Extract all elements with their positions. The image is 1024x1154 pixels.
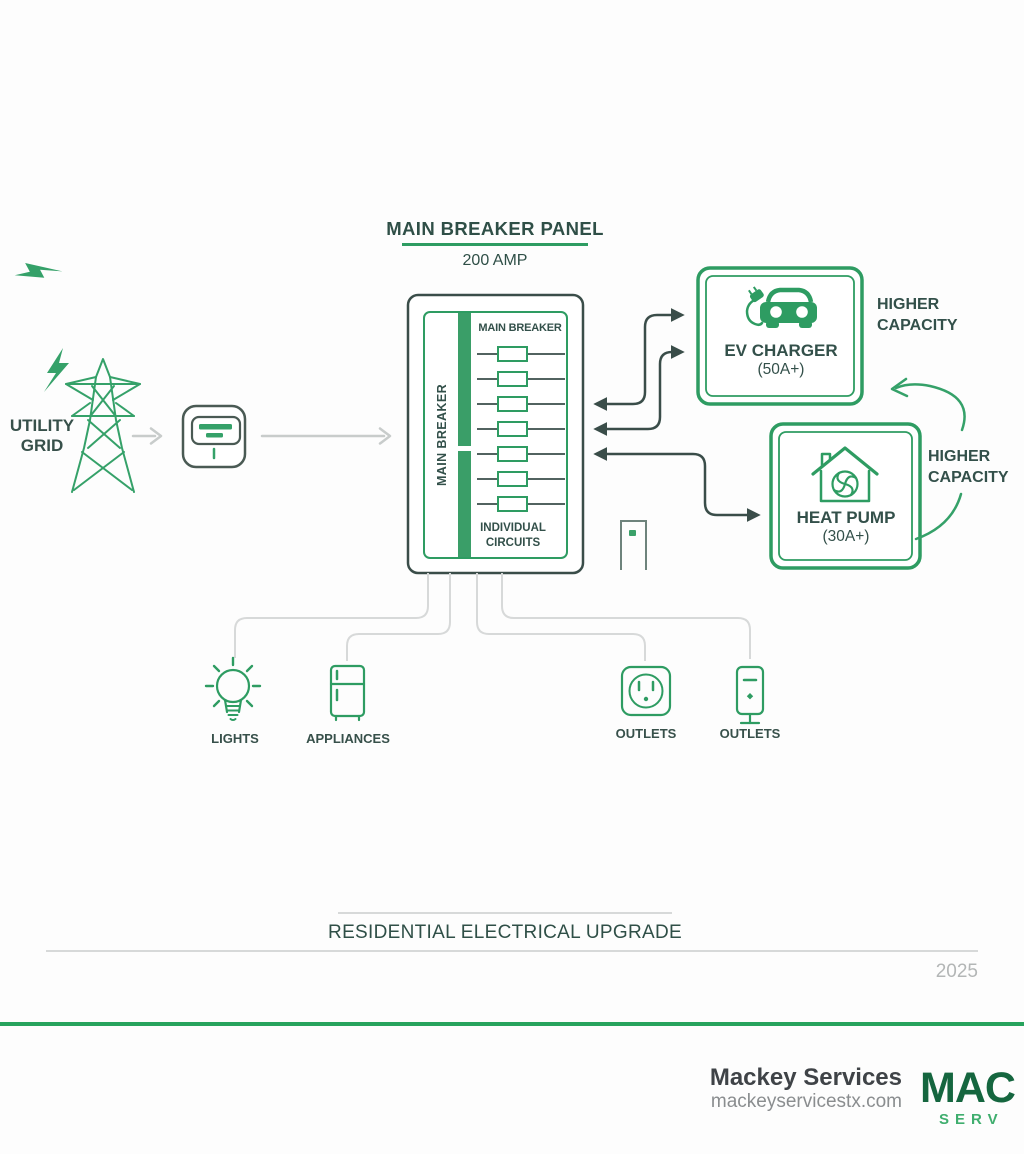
circuits-label: CIRCUITS: [485, 537, 541, 549]
company-name: Mackey Services: [709, 1064, 902, 1091]
heat-pump-name: HEAT PUMP: [796, 508, 896, 527]
flow-arrow-grid-to-meter: [131, 427, 163, 445]
company-logo: MAC SERV: [920, 1068, 1024, 1138]
utility-grid-label: UTILITY GRID: [0, 416, 84, 456]
individual-label: INDIVIDUAL: [480, 522, 546, 534]
connector-panel-ev-1: [593, 308, 685, 411]
panel-bottom-label: INDIVIDUAL CIRCUITS: [463, 521, 563, 551]
connector-panel-to-loads: [234, 573, 751, 661]
utility-grid-line2: GRID: [20, 436, 64, 455]
outlets-label: OUTLETS: [615, 726, 677, 741]
ev-charger-rating: (50A+): [757, 361, 805, 378]
connector-panel-ev-2: [593, 345, 685, 436]
ev-higher-capacity-label: HIGHER CAPACITY: [877, 294, 997, 336]
outlet-post-icon: [735, 665, 765, 725]
amp-subtitle: 200 AMP: [462, 252, 528, 269]
year-label: 2025: [935, 961, 978, 982]
ev-car-icon: [745, 286, 817, 328]
main-breaker-bar: [458, 451, 471, 557]
higher-label: HIGHER: [928, 448, 991, 465]
main-breaker-bar: [458, 313, 471, 446]
company-website: mackeyservicestx.com: [710, 1091, 902, 1112]
title-underline: [402, 243, 588, 246]
appliances-label: APPLIANCES: [306, 731, 390, 746]
transmission-tower-icon: [65, 358, 141, 493]
logo-wordmark: MAC: [920, 1068, 1016, 1112]
heat-pump-box: [769, 422, 922, 570]
main-title: MAIN BREAKER PANEL: [386, 218, 604, 239]
outlets-label-2: OUTLETS: [719, 726, 781, 741]
logo-subtext: SERV: [939, 1111, 1004, 1128]
heat-pump-rating: (30A+): [822, 528, 870, 545]
flow-arrow-meter-to-panel: [260, 427, 392, 445]
hp-higher-capacity-label: HIGHER CAPACITY: [928, 446, 1024, 488]
curved-arrow-heatpump-to-ev: [890, 377, 966, 541]
lightbulb-icon: [204, 656, 262, 721]
electric-meter-icon: [181, 404, 247, 469]
lightning-bolt-icon: [14, 262, 69, 392]
wall-outlet-icon: [620, 665, 672, 717]
panel-side-label: MAIN BREAKER: [435, 383, 449, 487]
breaker-row: [497, 346, 528, 512]
higher-label: HIGHER: [877, 296, 940, 313]
refrigerator-icon: [329, 664, 366, 722]
breaker-panel: [406, 293, 585, 575]
lights-label: LIGHTS: [211, 731, 259, 746]
footer-green-divider: [0, 1022, 1024, 1026]
utility-grid-line1: UTILITY: [9, 416, 75, 435]
ev-charger-box: [696, 266, 864, 406]
caption-top-rule: [338, 912, 672, 914]
panel-top-label: MAIN BREAKER: [478, 322, 562, 334]
ev-charger-name: EV CHARGER: [724, 341, 838, 360]
heat-pump-house-icon: [811, 446, 879, 503]
caption-bottom-rule: [46, 950, 978, 952]
bottom-caption: RESIDENTIAL ELECTRICAL UPGRADE: [328, 922, 682, 943]
wall-switch-icon: [620, 520, 647, 570]
capacity-label: CAPACITY: [928, 469, 1009, 486]
connector-panel-heatpump: [593, 447, 761, 522]
capacity-label: CAPACITY: [877, 317, 958, 334]
